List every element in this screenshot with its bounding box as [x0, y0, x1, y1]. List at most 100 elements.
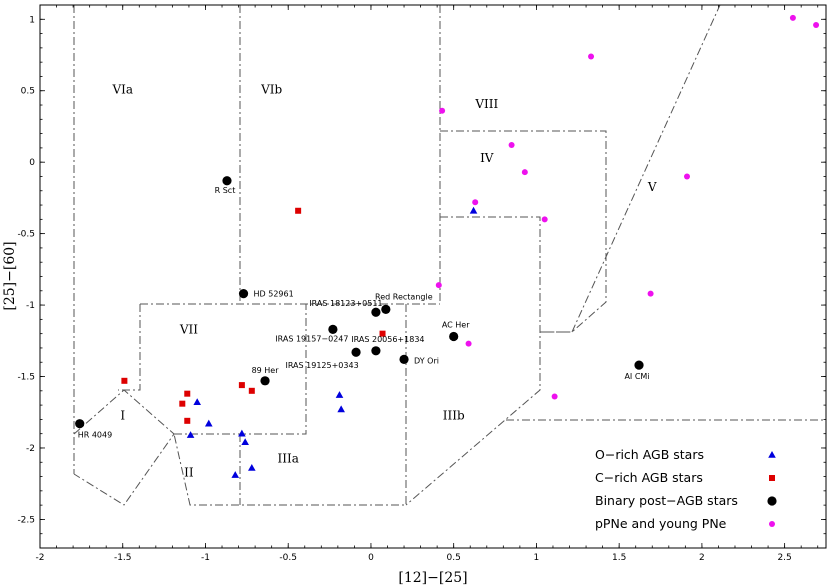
data-point-triangle — [337, 405, 345, 413]
data-point-triangle — [241, 438, 249, 446]
data-point-dot — [684, 173, 691, 180]
x-axis-label: [12]−[25] — [398, 570, 467, 586]
legend-label-c-rich-agb-stars: C−rich AGB stars — [595, 470, 703, 485]
region-label-iv: IV — [480, 151, 494, 165]
legend-marker-triangle — [768, 451, 776, 458]
plot-frame — [39, 4, 827, 549]
data-point-square — [184, 417, 191, 424]
data-point-dot — [521, 169, 528, 176]
y-axis-label: [25]−[60] — [2, 241, 18, 310]
data-point-triangle — [231, 471, 240, 478]
legend-label-o-rich-agb-stars: O−rich AGB stars — [595, 447, 704, 462]
region-label-ii: II — [184, 466, 194, 480]
series-o-rich-agb-stars — [186, 206, 478, 478]
y-tick-label: -1 — [26, 301, 35, 311]
data-point-triangle — [204, 419, 213, 427]
data-point-circle — [449, 331, 459, 342]
region-border-i — [73, 389, 175, 506]
data-point-triangle — [469, 206, 478, 214]
x-tick-label: -1 — [201, 553, 210, 563]
region-label-iiia: IIIa — [278, 451, 299, 465]
point-label-iras-18123-0511: IRAS 18123+0511 — [309, 299, 382, 308]
region-border-iiia-right — [173, 304, 407, 506]
data-point-circle — [381, 304, 391, 314]
data-point-triangle — [193, 398, 201, 406]
region-label-viii: VIII — [474, 97, 498, 111]
y-tick-label: -2.5 — [17, 515, 35, 525]
point-label-iras-19125-0343: IRAS 19125+0343 — [285, 361, 358, 370]
data-point-dot — [789, 14, 796, 21]
x-tick-label: -2 — [36, 553, 45, 563]
region-border-iv-bottom — [405, 216, 541, 506]
region-label-vib: VIb — [260, 83, 282, 97]
data-point-circle — [238, 289, 249, 299]
y-tick-label: 0.5 — [21, 87, 35, 97]
x-tick-label: 0.5 — [447, 553, 461, 563]
data-point-circle — [328, 324, 338, 334]
data-point-circle — [260, 376, 270, 386]
point-label-r-sct: R Sct — [215, 186, 236, 195]
data-point-square — [184, 390, 191, 397]
y-tick-label: -2 — [26, 444, 35, 454]
point-label-red-rectangle: Red Rectangle — [375, 292, 433, 301]
region-label-v: V — [647, 180, 657, 194]
data-point-dot — [551, 393, 558, 400]
region-label-vii: VII — [179, 323, 198, 337]
data-point-dot — [588, 53, 595, 60]
data-point-square — [248, 387, 255, 394]
point-label-dy-ori: DY Ori — [414, 356, 439, 365]
legend-marker-square — [769, 475, 775, 481]
data-point-circle — [371, 307, 381, 317]
series-binary-post-agb-stars — [75, 176, 644, 429]
data-point-circle — [351, 347, 361, 357]
data-point-circle — [371, 346, 381, 356]
legend-label-binary-post-agb-stars: Binary post−AGB stars — [595, 493, 738, 508]
region-label-iiib: IIIb — [443, 408, 465, 422]
data-point-square — [238, 382, 245, 389]
x-tick-label: 2.5 — [777, 553, 791, 563]
point-label-iras-19157-0247: IRAS 19157−0247 — [275, 334, 348, 343]
point-label-hd-52961: HD 52961 — [254, 290, 294, 299]
x-tick-label: 1.5 — [612, 553, 626, 563]
y-tick-label: 1 — [29, 15, 35, 25]
y-tick-label: -1.5 — [17, 373, 35, 383]
data-point-triangle — [248, 463, 256, 471]
legend-marker-dot — [769, 521, 775, 527]
x-tick-label: 1 — [534, 553, 540, 563]
data-point-dot — [439, 107, 446, 114]
data-series — [75, 14, 820, 478]
point-label-ac-her: AC Her — [442, 321, 470, 330]
data-point-square — [179, 400, 186, 407]
region-boundaries — [73, 4, 826, 506]
data-point-dot — [465, 340, 472, 347]
x-tick-label: -0.5 — [279, 553, 297, 563]
x-tick-label: -1.5 — [114, 553, 132, 563]
data-point-circle — [75, 419, 85, 429]
data-point-circle — [634, 360, 644, 370]
data-point-dot — [647, 290, 654, 297]
data-point-circle — [222, 176, 232, 186]
region-label-via: VIa — [111, 83, 133, 97]
data-point-triangle — [186, 431, 195, 438]
data-point-triangle — [238, 429, 246, 437]
region-border-vii-left — [118, 304, 141, 391]
point-label-hr-4049: HR 4049 — [78, 431, 112, 440]
legend-label-ppne-and-young-pne: pPNe and young PNe — [595, 516, 727, 531]
x-tick-label: 0 — [368, 553, 374, 563]
point-label-89-her: 89 Her — [252, 366, 280, 375]
data-point-square — [121, 377, 128, 384]
data-point-square — [379, 330, 386, 337]
data-point-dot — [541, 216, 548, 223]
region-border-v-diagonal — [540, 4, 721, 333]
data-point-dot — [435, 282, 442, 289]
data-point-triangle — [335, 391, 344, 398]
data-point-dot — [472, 199, 479, 206]
region-border-iv-top — [440, 130, 607, 333]
region-border-vii-bottom — [174, 304, 307, 435]
data-point-dot — [508, 142, 515, 149]
legend-marker-circle — [767, 496, 777, 506]
